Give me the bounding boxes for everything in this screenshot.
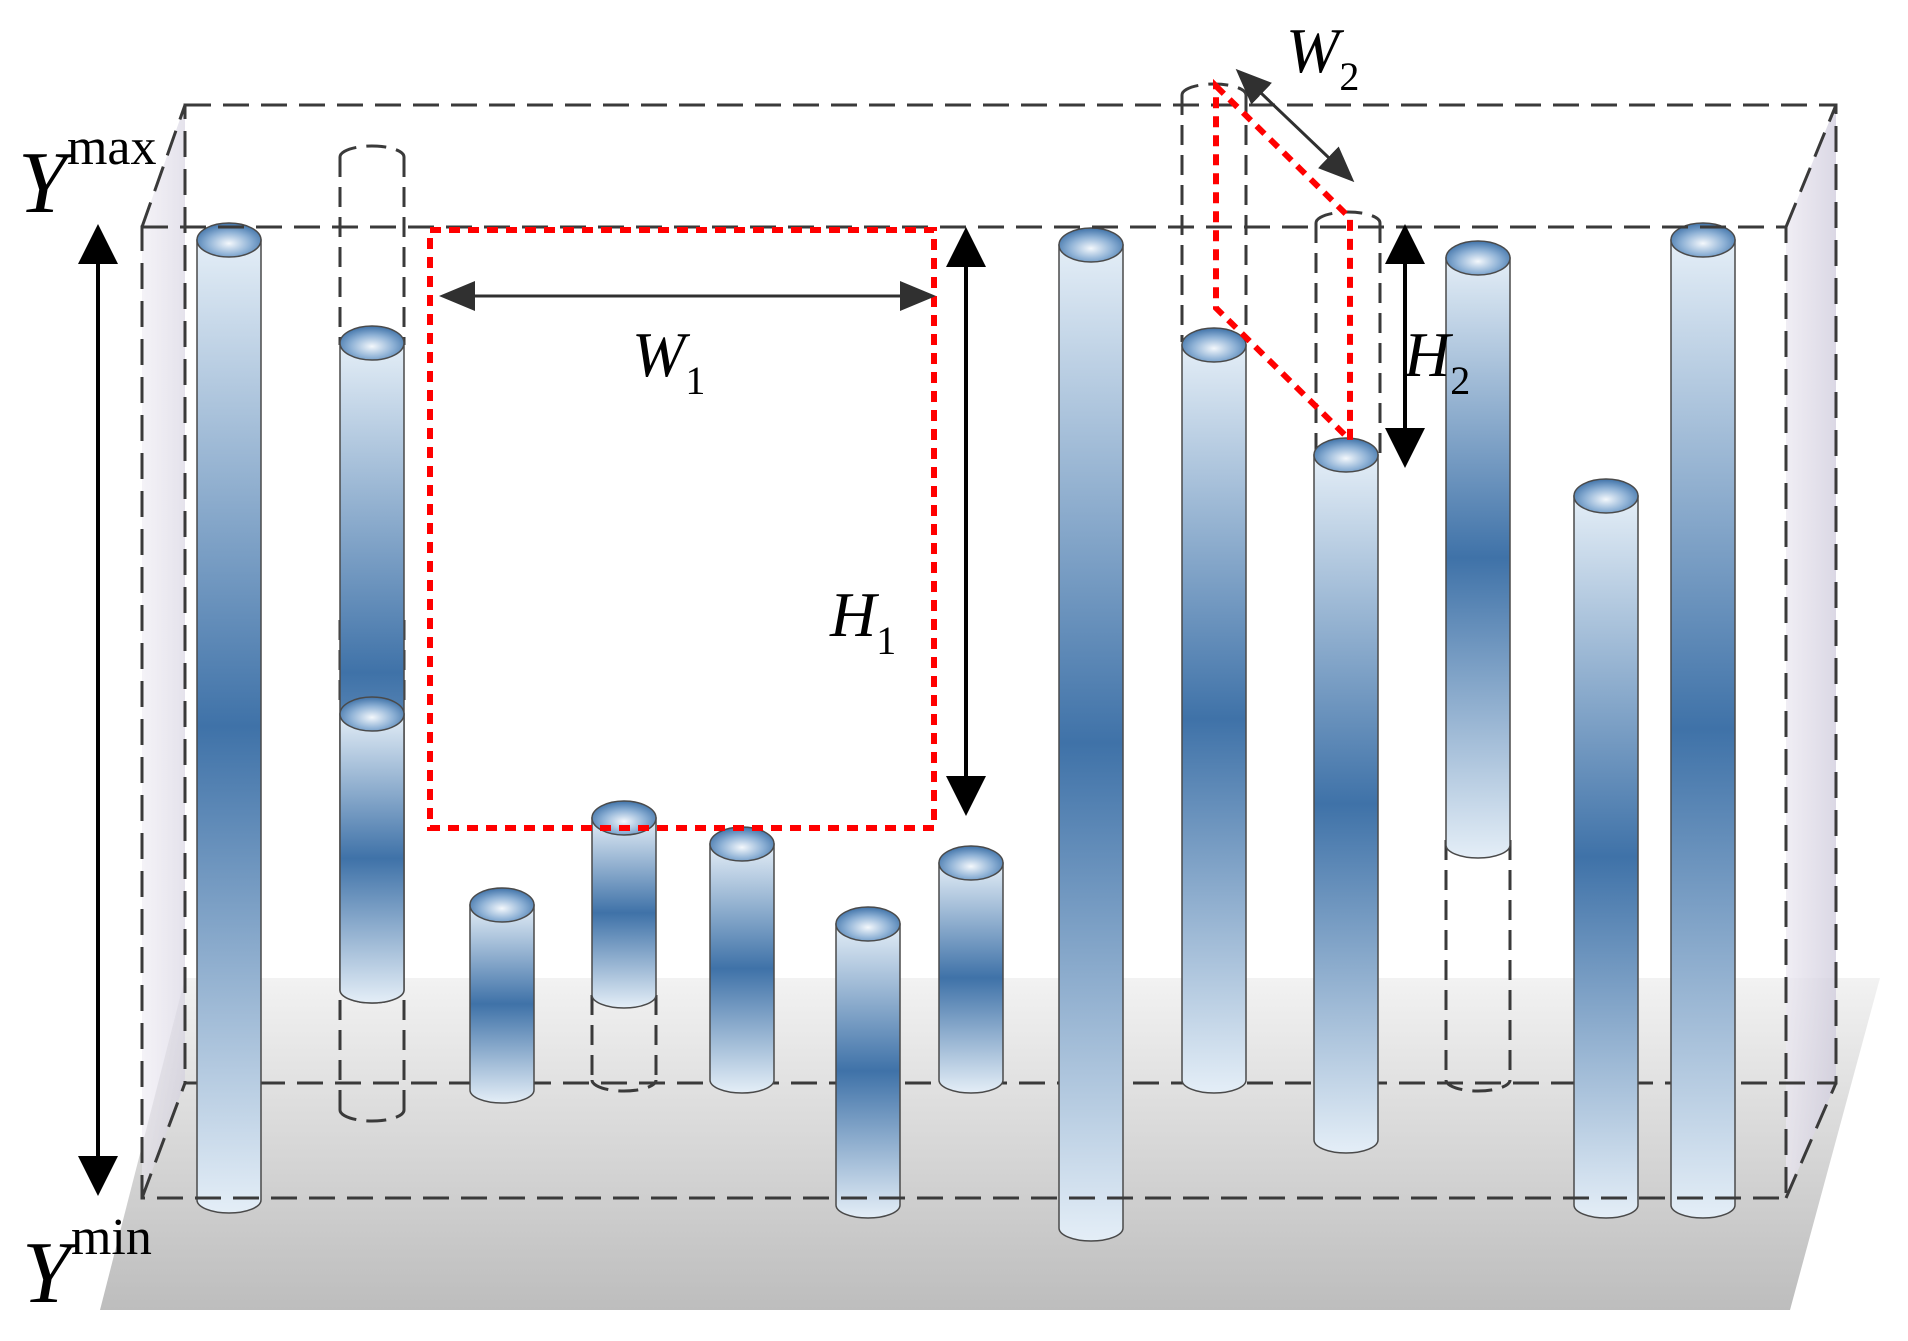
h1-label: H1 (829, 579, 896, 663)
cylinder-12 (1573, 478, 1639, 1219)
floor-plane (100, 978, 1880, 1310)
cylinder-8-cap (1058, 227, 1124, 263)
right-wall (1786, 105, 1836, 1198)
cylinder-5-body (709, 843, 775, 1094)
cylinder-2b (339, 696, 405, 1004)
cylinder-2a-cap (339, 325, 405, 361)
w1-label: W1 (632, 319, 705, 403)
cylinder-1-cap (196, 222, 262, 258)
cylinder-6 (835, 906, 901, 1219)
cylinder-11-cap (1445, 240, 1511, 276)
cylinder-5-cap (709, 826, 775, 862)
frame-edges (140, 104, 1838, 1199)
cylinder-13-body (1670, 239, 1736, 1219)
cylinder-7-cap (938, 845, 1004, 881)
cylinder-10 (1313, 437, 1379, 1154)
cylinder-11 (1445, 240, 1511, 859)
cylinder-13-cap (1670, 222, 1736, 258)
cylinder-12-body (1573, 495, 1639, 1219)
cylinder-7-body (938, 862, 1004, 1094)
y-min-label: Ymin (22, 1209, 152, 1322)
cylinder-3 (469, 887, 535, 1104)
cylinder-4 (591, 800, 657, 1009)
w2-label: W2 (1286, 15, 1359, 99)
cylinder-9-cap (1181, 327, 1247, 363)
cylinder-6-cap (835, 906, 901, 942)
cylinder-2b-body (339, 713, 405, 1004)
cylinder-9-body (1181, 344, 1247, 1094)
cylinder-1-body (196, 239, 262, 1214)
cylinder-8 (1058, 227, 1124, 1242)
cylinder-7 (938, 845, 1004, 1094)
cylinder-1 (196, 222, 262, 1214)
cylinder-13 (1670, 222, 1736, 1219)
cylinder-10-cap (1313, 437, 1379, 473)
cylinder-4-body (591, 817, 657, 1009)
cylinder-5 (709, 826, 775, 1094)
cylinder-3-cap (469, 887, 535, 923)
cylinders (196, 222, 1736, 1242)
y-max-label: Ymax (18, 119, 156, 232)
cylinder-9 (1181, 327, 1247, 1094)
back-frame (183, 103, 1838, 1085)
cylinder-10-body (1313, 454, 1379, 1154)
cylinder-12-cap (1573, 478, 1639, 514)
w2-arrow (1235, 68, 1355, 183)
vacancy-region-2 (1213, 78, 1353, 448)
cylinder-11-body (1445, 257, 1511, 859)
cylinder-6-body (835, 923, 901, 1219)
cylinder-8-body (1058, 244, 1124, 1242)
cylinder-2b-cap (339, 696, 405, 732)
left-wall (142, 105, 185, 1198)
h2-label: H2 (1403, 319, 1470, 403)
cylinder-3-body (469, 904, 535, 1104)
vacancy-region-1 (427, 227, 937, 831)
